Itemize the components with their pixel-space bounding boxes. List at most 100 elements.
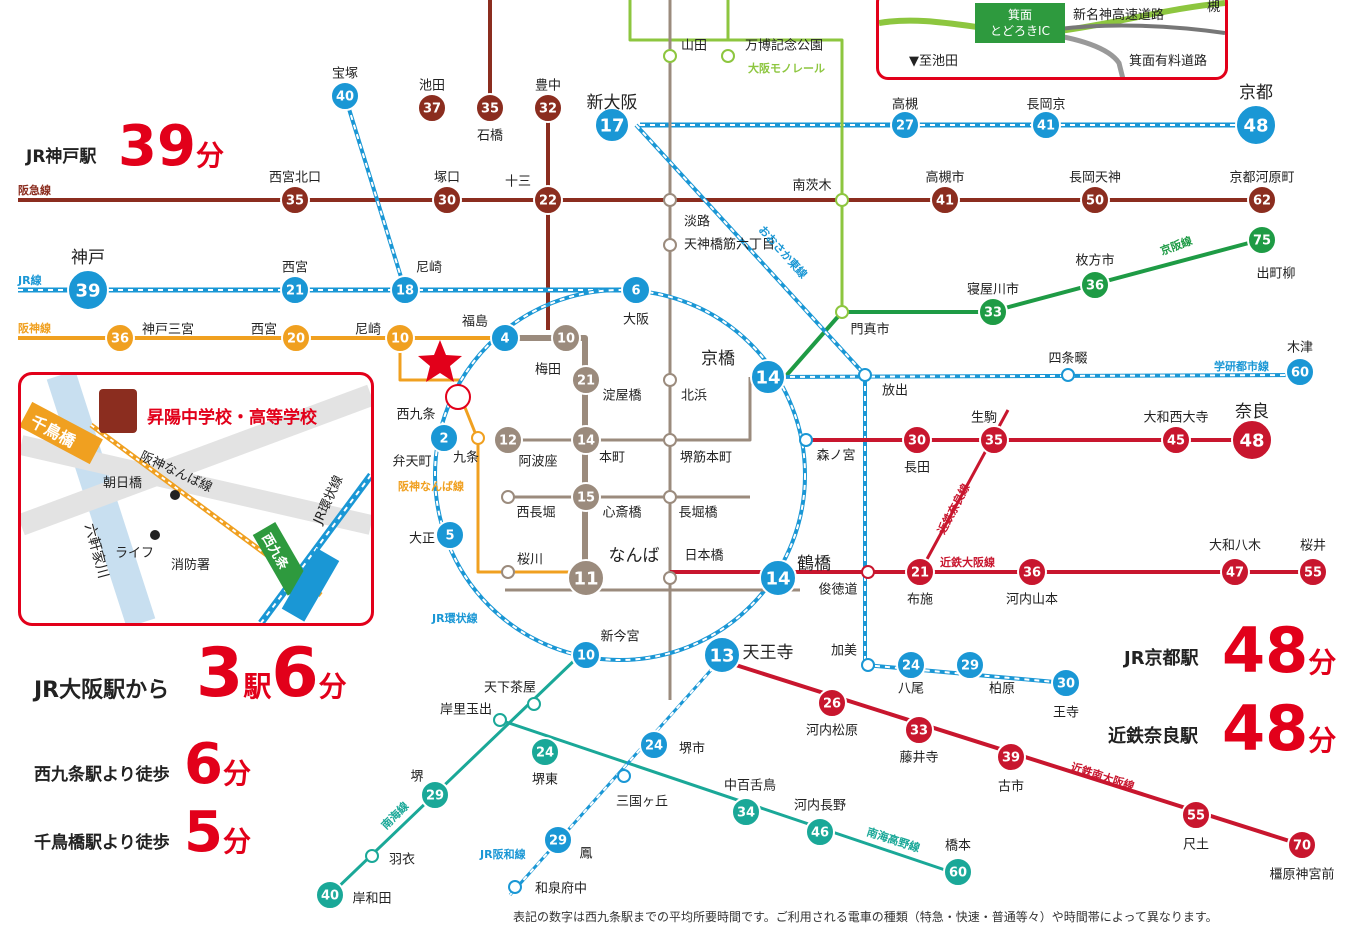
station-51: 長堀橋	[664, 491, 718, 521]
station-number: 40	[321, 889, 339, 904]
station-label: 山田	[681, 39, 707, 54]
station-label: 木津	[1287, 341, 1313, 356]
station-0: 40 宝塚	[331, 67, 359, 111]
school-star	[418, 340, 462, 382]
station-number: 40	[336, 90, 354, 105]
station-label: 生駒	[971, 411, 997, 426]
station-number: 33	[984, 306, 1002, 321]
osaka-eki-unit: 駅	[243, 670, 271, 703]
station-label: 心斎橋	[602, 505, 641, 521]
station-label: 橋本	[945, 839, 971, 854]
station-number: 35	[481, 102, 499, 117]
station-dot	[800, 434, 812, 446]
station-number: 46	[811, 826, 829, 841]
station-label: 堺市	[679, 741, 705, 757]
station-number: 35	[985, 434, 1003, 449]
line-name-keihan: 京阪線	[1158, 233, 1194, 257]
station-dot	[859, 369, 871, 381]
station-dot	[836, 194, 848, 206]
station-83: 40 岸和田	[316, 881, 392, 909]
station-dot	[664, 194, 676, 206]
station-label: 塚口	[434, 171, 460, 186]
station-dot	[664, 491, 676, 503]
line-name-kintetsu_minami: 近鉄南大阪線	[1069, 760, 1136, 794]
station-label: 放出	[882, 384, 908, 399]
line-name-namba: 阪神なんば線	[398, 479, 464, 493]
station-label: 中百舌鳥	[724, 779, 776, 794]
station-number: 34	[737, 806, 755, 821]
kyoto-label: JR京都駅	[1124, 644, 1199, 670]
station-label: 岸和田	[352, 892, 391, 907]
station-label: 本町	[599, 451, 625, 466]
kobe-unit: 分	[196, 139, 224, 172]
station-44: 12阿波座	[494, 426, 558, 470]
station-label: 神戸	[71, 248, 105, 268]
station-number: 11	[573, 569, 598, 590]
station-61: 55桜井	[1299, 539, 1327, 587]
station-number: 22	[539, 194, 557, 209]
station-label: 北浜	[681, 389, 707, 404]
station-58: 21布施	[906, 558, 934, 608]
station-label: 寝屋川市	[967, 282, 1019, 298]
station-label: 長岡京	[1026, 98, 1065, 113]
station-9: 48京都	[1236, 83, 1276, 145]
station-label: 古市	[998, 779, 1024, 795]
station-label: 羽衣	[389, 852, 415, 868]
station-label: 宝塚	[332, 67, 358, 82]
station-label: 和泉府中	[535, 881, 587, 897]
osaka-eki: 3	[196, 634, 243, 713]
station-number: 36	[1086, 279, 1104, 294]
station-number: 60	[949, 866, 967, 881]
footnote: 表記の数字は西九条駅までの平均所要時間です。ご利用される電車の種類（特急・快速・…	[513, 908, 1218, 925]
station-label: 大正	[409, 532, 435, 547]
station-number: 32	[539, 102, 557, 117]
asahibashi-label: 朝日橋	[103, 476, 142, 491]
station-32: 14京橋	[701, 349, 785, 394]
station-label: 大阪	[623, 313, 649, 328]
station-label: 西宮	[251, 322, 277, 338]
highway-inset: 箕面 とどろきIC 新名神高速道路 箕面有料道路 ▼至池田 槻	[876, 0, 1228, 80]
fire-label: 消防署	[171, 557, 210, 573]
station-dot	[862, 566, 874, 578]
station-dot	[494, 714, 506, 726]
station-81: 29堺	[410, 770, 449, 810]
station-number: 48	[1243, 116, 1268, 137]
kobe-label: JR神戸駅	[26, 142, 96, 167]
osaka-min: 6	[271, 634, 318, 713]
station-78: 34 中百舌鳥	[724, 779, 776, 827]
station-14: 41高槻市	[925, 170, 964, 215]
station-59: 36河内山本	[1006, 558, 1058, 608]
station-dot	[664, 434, 676, 446]
station-34: 60 木津	[1286, 341, 1314, 387]
kobe-time: 39分	[118, 114, 224, 179]
toll-label: 箕面有料道路	[1129, 53, 1207, 69]
nankai-koya	[500, 720, 960, 875]
station-dot	[664, 50, 676, 62]
line-name-loop: JR環状線	[431, 611, 478, 625]
osaka-min-unit: 分	[319, 670, 347, 703]
station-label: 橿原神宮前	[1269, 867, 1334, 883]
station-number: 41	[1037, 119, 1055, 134]
life-label: ライフ	[115, 546, 154, 561]
station-number: 48	[1239, 431, 1264, 452]
station-12: 22十三	[505, 175, 562, 215]
station-69: 岸里玉出	[440, 703, 506, 727]
line-name-hankyu: 阪急線	[18, 183, 51, 197]
station-number: 24	[645, 739, 663, 754]
station-10: 35西宮北口	[269, 170, 321, 215]
station-label: 出町柳	[1256, 267, 1295, 282]
station-41: 48奈良	[1232, 402, 1272, 460]
station-20: 21西宮	[281, 260, 309, 305]
station-number: 60	[1291, 366, 1309, 381]
station-number: 21	[577, 374, 595, 389]
station-23: 33 寝屋川市	[967, 282, 1019, 327]
station-label: 鳳	[579, 847, 592, 862]
station-48: 30長田	[903, 426, 931, 476]
station-number: 4	[500, 332, 509, 347]
station-label: 河内山本	[1006, 592, 1058, 608]
station-label: 大和八木	[1209, 539, 1261, 554]
station-number: 14	[755, 368, 780, 389]
station-45: 14本町	[572, 426, 625, 466]
station-label: 尼崎	[416, 261, 442, 276]
